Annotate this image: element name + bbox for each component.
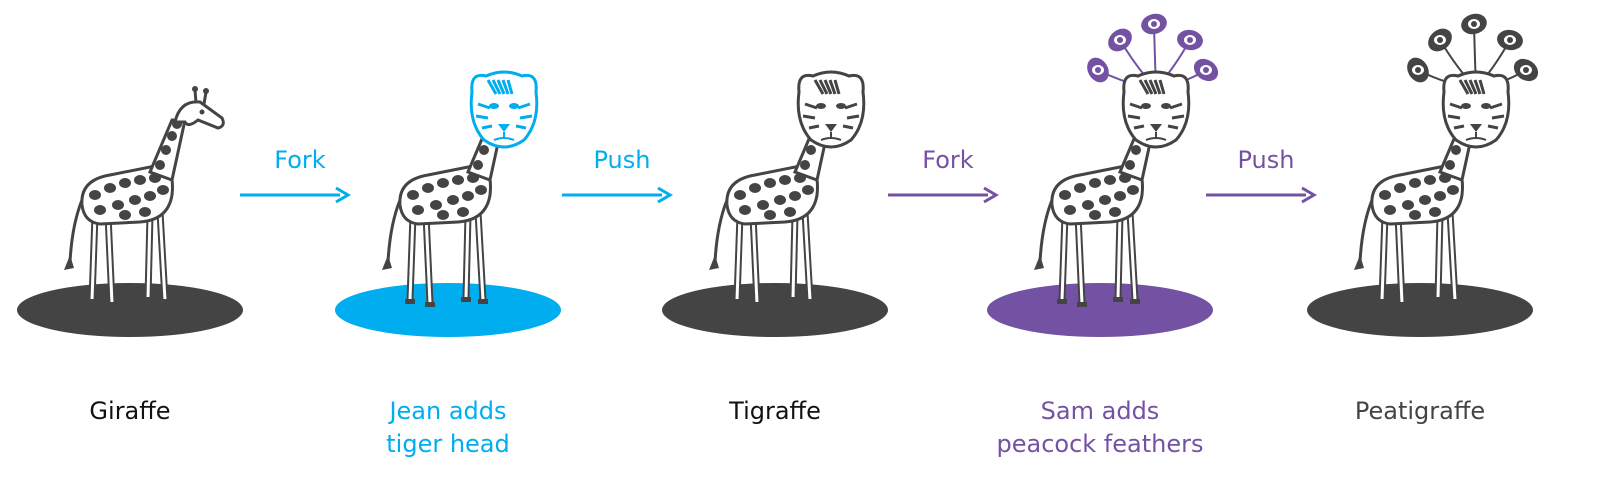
ground-ellipse <box>17 283 243 337</box>
caption-line: tiger head <box>386 430 510 458</box>
arrow-label: Fork <box>274 146 326 174</box>
stage-illustration <box>17 86 243 337</box>
caption-line: Tigraffe <box>729 397 821 425</box>
caption-line: Jean adds <box>389 397 507 425</box>
arrow-right-icon <box>1206 186 1317 204</box>
caption-line: Peatigraffe <box>1354 397 1486 425</box>
hybrid-animal-icon <box>382 70 539 307</box>
stage-4: Sam adds peacock feathers <box>970 0 1230 491</box>
arrow-label: Push <box>593 146 651 174</box>
ground-ellipse <box>662 283 888 337</box>
arrow-right-icon <box>888 186 999 204</box>
stage-2: Jean adds tiger head <box>318 0 578 491</box>
hybrid-animal-icon <box>1034 13 1219 307</box>
arrow-fork: Fork <box>888 145 1008 205</box>
stage-illustration <box>662 70 888 337</box>
arrow-right-icon <box>562 186 673 204</box>
stage-caption: Tigraffe <box>645 395 905 428</box>
ground-ellipse <box>335 283 561 337</box>
giraffe-icon <box>64 86 225 307</box>
stage-5: Peatigraffe <box>1290 0 1550 491</box>
arrow-label: Fork <box>922 146 974 174</box>
arrow-fork: Fork <box>240 145 360 205</box>
stage-caption: Giraffe <box>0 395 260 428</box>
stage-illustration <box>987 13 1219 337</box>
arrow-label: Push <box>1237 146 1295 174</box>
stage-illustration <box>1307 13 1539 337</box>
caption-line: peacock feathers <box>996 430 1204 458</box>
ground-ellipse <box>1307 283 1533 337</box>
hybrid-animal-icon <box>1354 13 1539 307</box>
caption-line: Sam adds <box>1040 397 1160 425</box>
stage-illustration <box>335 70 561 337</box>
arrow-right-icon <box>240 186 351 204</box>
stage-caption: Peatigraffe <box>1290 395 1550 428</box>
stage-3: Tigraffe <box>645 0 905 491</box>
ground-ellipse <box>987 283 1213 337</box>
caption-line: Giraffe <box>89 397 171 425</box>
stage-caption: Jean adds tiger head <box>318 395 578 461</box>
stage-caption: Sam adds peacock feathers <box>970 395 1230 461</box>
arrow-push: Push <box>562 145 682 205</box>
arrow-push: Push <box>1206 145 1326 205</box>
stage-1: Giraffe <box>0 0 260 491</box>
hybrid-animal-icon <box>709 70 866 307</box>
